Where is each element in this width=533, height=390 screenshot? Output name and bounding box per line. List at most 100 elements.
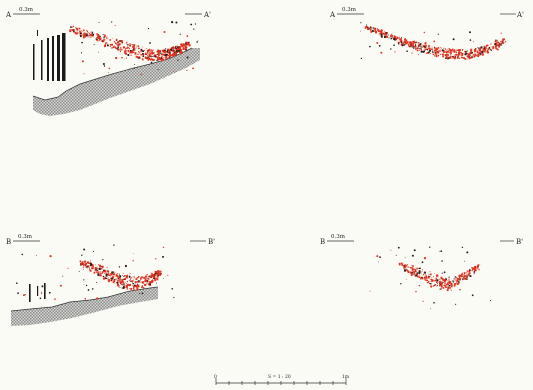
- artifact-point: [116, 273, 118, 274]
- artifact-point: [144, 56, 147, 58]
- artifact-point: [433, 276, 434, 278]
- artifact-point: [423, 50, 425, 53]
- artifact-point: [455, 303, 457, 305]
- artifact-point: [424, 279, 426, 281]
- artifact-point: [404, 40, 406, 43]
- artifact-point: [366, 24, 367, 26]
- artifact-point: [406, 268, 408, 270]
- artifact-point: [86, 29, 87, 31]
- artifact-point: [91, 268, 93, 270]
- artifact-point: [418, 44, 420, 46]
- artifact-point: [142, 276, 144, 279]
- section-b2-scale-text: 0.3m: [331, 234, 346, 240]
- artifact-point: [447, 286, 450, 290]
- artifact-point: [473, 271, 476, 273]
- artifact-point: [441, 272, 443, 274]
- artifact-point: [494, 39, 497, 42]
- artifact-point: [151, 57, 153, 59]
- artifact-point: [150, 52, 153, 54]
- artifact-point: [139, 293, 140, 294]
- artifact-point: [430, 278, 432, 281]
- artifact-point: [441, 282, 443, 285]
- artifact-point: [102, 275, 105, 278]
- artifact-point: [137, 51, 140, 53]
- artifact-point: [111, 280, 112, 281]
- artifact-point: [101, 273, 103, 275]
- artifact-point: [104, 34, 106, 37]
- artifact-point: [453, 50, 456, 52]
- artifact-point: [453, 282, 454, 284]
- artifact-point: [156, 275, 159, 278]
- artifact-point: [146, 283, 148, 285]
- artifact-point: [434, 284, 436, 286]
- artifact-point: [173, 52, 176, 54]
- artifact-point: [77, 32, 79, 34]
- artifact-point: [83, 284, 85, 285]
- artifact-point: [458, 49, 461, 52]
- artifact-point: [435, 54, 438, 56]
- artifact-point: [133, 277, 135, 279]
- artifact-point: [78, 271, 80, 273]
- artifact-point: [145, 278, 147, 280]
- artifact-point: [464, 51, 467, 52]
- artifact-point: [445, 278, 447, 281]
- artifact-point: [463, 56, 465, 58]
- artifact-point: [484, 50, 486, 52]
- artifact-point: [132, 280, 134, 282]
- artifact-point: [167, 57, 169, 58]
- artifact-point: [434, 52, 436, 54]
- artifact-point: [492, 46, 494, 48]
- artifact-point: [132, 51, 134, 54]
- artifact-point: [453, 278, 455, 280]
- artifact-point: [502, 41, 504, 43]
- artifact-point: [402, 44, 404, 47]
- artifact-point: [181, 49, 182, 51]
- artifact-point: [466, 270, 469, 272]
- artifact-point: [129, 44, 131, 46]
- artifact-point: [471, 294, 474, 297]
- artifact-point: [454, 54, 455, 56]
- artifact-point: [155, 54, 157, 56]
- artifact-point: [89, 260, 91, 262]
- artifact-point: [444, 54, 447, 57]
- artifact-point: [483, 47, 485, 49]
- artifact-point: [80, 262, 83, 265]
- artifact-point: [475, 48, 476, 49]
- artifact-point: [177, 47, 179, 49]
- artifact-point: [99, 273, 101, 275]
- artifact-point: [143, 277, 145, 279]
- artifact-point: [153, 275, 155, 277]
- artifact-point: [447, 50, 449, 53]
- artifact-point: [448, 48, 450, 50]
- artifact-point: [158, 52, 160, 54]
- artifact-point: [475, 268, 477, 269]
- artifact-point: [147, 277, 149, 280]
- artifact-point: [459, 278, 461, 280]
- section-a2-scale-text: 0.3m: [342, 7, 357, 13]
- artifact-point: [169, 51, 171, 53]
- artifact-point: [113, 282, 115, 284]
- artifact-point: [150, 55, 152, 58]
- artifact-point: [477, 47, 479, 48]
- artifact-point: [182, 48, 184, 50]
- artifact-point: [89, 34, 91, 37]
- artifact-point: [380, 31, 383, 34]
- artifact-point: [388, 37, 390, 39]
- artifact-point: [142, 53, 144, 55]
- artifact-point: [480, 46, 483, 49]
- artifact-point: [370, 26, 371, 28]
- artifact-point: [156, 272, 158, 274]
- artifact-point: [156, 56, 158, 58]
- artifact-point: [434, 273, 435, 274]
- artifact-point: [504, 42, 506, 44]
- artifact-point: [449, 287, 451, 289]
- artifact-point: [449, 56, 452, 59]
- artifact-point: [129, 45, 131, 47]
- artifact-point: [453, 56, 455, 59]
- artifact-point: [158, 270, 160, 272]
- artifact-point: [412, 46, 415, 48]
- artifact-point: [423, 45, 425, 48]
- artifact-point: [133, 253, 134, 255]
- artifact-point: [433, 53, 435, 56]
- artifact-point: [119, 287, 121, 288]
